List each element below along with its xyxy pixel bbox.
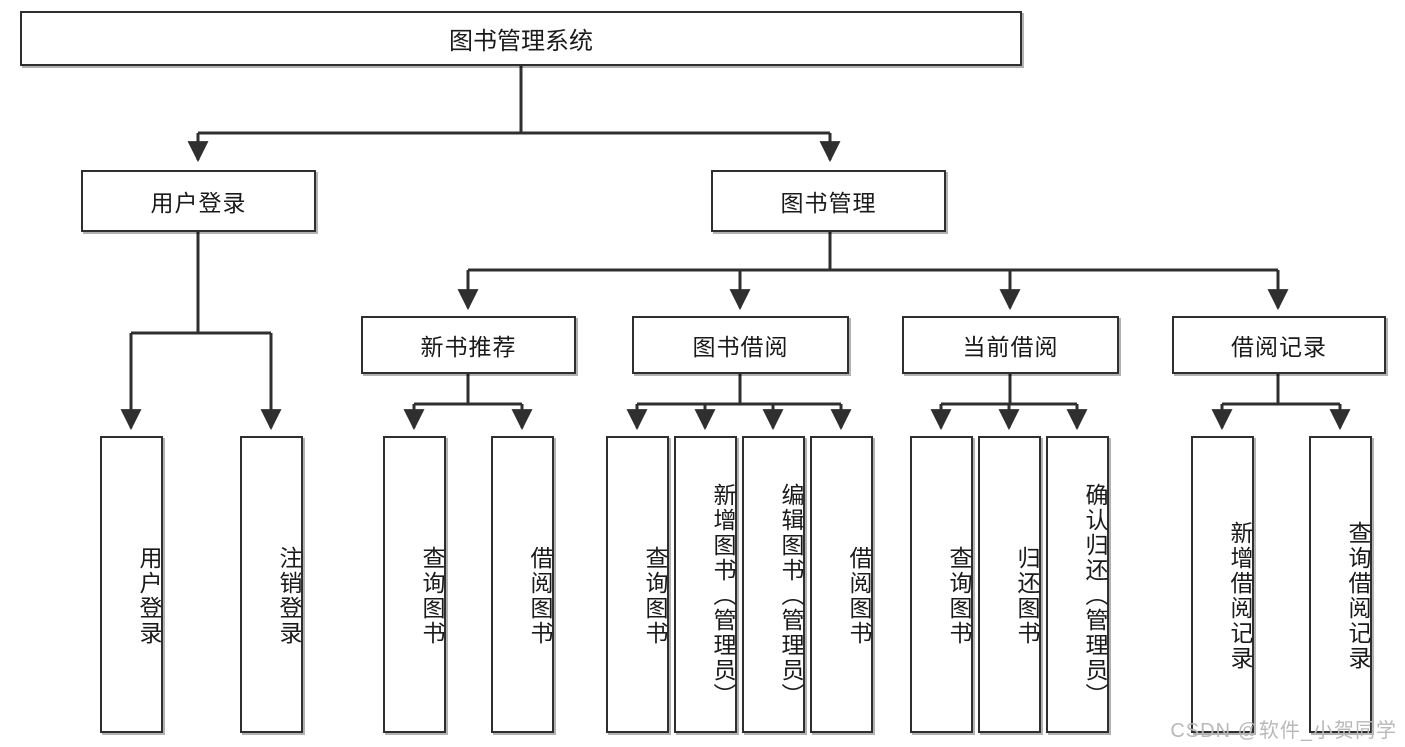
node-leaf-query-borrow-record[interactable]: 查询借阅记录 [1309,436,1372,733]
node-label: 借阅图书 [846,545,872,646]
node-new-book-recommendation[interactable]: 新书推荐 [361,316,576,374]
node-label: 图书管理系统 [449,28,593,55]
node-leaf-add-borrow-record[interactable]: 新增借阅记录 [1191,436,1254,733]
node-root-book-management-system[interactable]: 图书管理系统 [20,11,1022,66]
node-label: 新增图书（管理员） [710,483,736,708]
node-leaf-confirm-return-admin[interactable]: 确认归还（管理员） [1046,436,1109,733]
node-leaf-edit-book-admin[interactable]: 编辑图书（管理员） [742,436,805,733]
node-current-borrowing[interactable]: 当前借阅 [902,316,1119,374]
node-label: 注销登录 [276,545,302,646]
node-label: 用户登录 [136,545,162,646]
node-label: 新增借阅记录 [1227,520,1253,671]
node-label: 确认归还（管理员） [1082,483,1108,708]
node-label: 新书推荐 [420,334,517,360]
node-label: 查询图书 [419,545,445,646]
node-label: 用户登录 [150,190,247,216]
node-label: 图书管理 [780,190,877,216]
node-leaf-return-book[interactable]: 归还图书 [978,436,1041,733]
node-leaf-user-logout[interactable]: 注销登录 [240,436,303,733]
node-leaf-query-book-recommend[interactable]: 查询图书 [383,436,446,733]
node-label: 图书借阅 [692,334,789,360]
node-label: 查询图书 [946,545,972,646]
node-leaf-query-book-current[interactable]: 查询图书 [910,436,973,733]
node-label: 借阅图书 [527,545,553,646]
node-label: 查询借阅记录 [1345,520,1371,671]
node-borrow-records[interactable]: 借阅记录 [1172,316,1386,374]
node-label: 当前借阅 [962,334,1059,360]
node-user-login[interactable]: 用户登录 [81,170,316,232]
node-label: 归还图书 [1014,545,1040,646]
node-leaf-add-book-admin[interactable]: 新增图书（管理员） [674,436,737,733]
node-leaf-borrow-book[interactable]: 借阅图书 [810,436,873,733]
node-label: 编辑图书（管理员） [778,483,804,708]
node-book-borrowing[interactable]: 图书借阅 [632,316,849,374]
node-book-management[interactable]: 图书管理 [711,170,946,232]
node-leaf-user-login[interactable]: 用户登录 [100,436,163,733]
node-label: 查询图书 [642,545,668,646]
node-leaf-borrow-book-recommend[interactable]: 借阅图书 [491,436,554,733]
csdn-watermark: CSDN @软件_小贺同学 [1170,720,1397,742]
node-leaf-query-book-borrow[interactable]: 查询图书 [606,436,669,733]
node-label: 借阅记录 [1231,334,1327,360]
